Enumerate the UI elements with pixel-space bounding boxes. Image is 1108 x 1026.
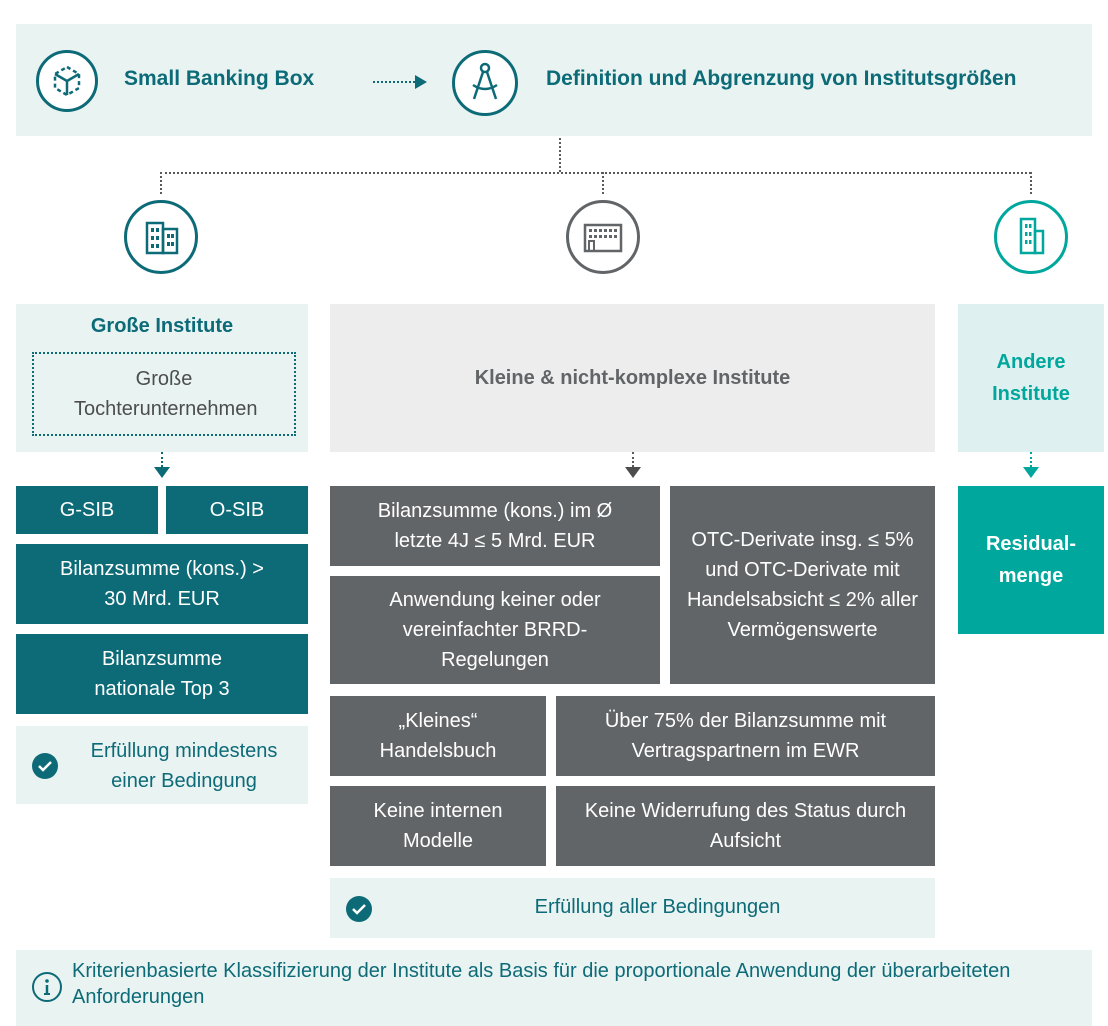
andere-institute-panel: Andere Institute [958,304,1104,452]
mid-criterion-4-label: „Kleines“ Handelsbuch [379,710,497,762]
arrow-down-left [154,467,170,478]
cube-icon [36,50,98,112]
arrow-down-right-line [1030,452,1032,467]
mid-criterion-3: Anwendung keiner oder vereinfachter BRRD… [330,576,660,684]
mid-criterion-6-label: Keine internen Modelle [373,800,503,852]
bilanzsumme-top3-label: Bilanzsumme nationale Top 3 [94,648,230,700]
arrow-down-middle [625,467,641,478]
arrow-right-icon [373,75,429,89]
grosse-tochter-box: Große Tochterunternehmen [32,352,296,436]
kleine-institute-panel: Kleine & nicht-komplexe Institute [330,304,935,452]
info-icon [32,972,62,1002]
kleine-institute-title: Kleine & nicht-komplexe Institute [474,366,791,389]
mid-criterion-2-label: OTC-Derivate insg. ≤ 5% und OTC-Derivate… [686,529,919,641]
compass-icon [452,50,518,116]
footer-band [16,950,1092,1026]
arrow-down-right [1023,467,1039,478]
mid-criterion-5: Über 75% der Bilanzsumme mit Vertragspar… [556,696,935,776]
connector-horizontal [160,172,1031,174]
office-building-icon [566,200,640,274]
middle-fulfillment-label: Erfüllung aller Bedingungen [534,896,781,918]
small-banking-box-title: Small Banking Box [124,67,315,90]
connector-main [559,138,561,172]
left-fulfillment-label: Erfüllung mindestens einer Bedingung [90,740,278,792]
mid-criterion-4: „Kleines“ Handelsbuch [330,696,546,776]
residualmenge-label: Residual-menge [985,533,1077,587]
building-icon [124,200,198,274]
mid-criterion-1: Bilanzsumme (kons.) im Ø letzte 4J ≤ 5 M… [330,486,660,566]
mid-criterion-7: Keine Widerrufung des Status durch Aufsi… [556,786,935,866]
connector-middle [602,172,604,194]
osib-box: O-SIB [166,486,308,534]
footer-text: Kriterienbasierte Klassifizierung der In… [72,960,1011,1008]
residualmenge-box: Residual-menge [958,486,1104,634]
andere-institute-title: Andere Institute [992,351,1070,405]
arrow-down-left-line [161,452,163,467]
left-fulfillment-box [16,726,308,804]
mid-criterion-3-label: Anwendung keiner oder vereinfachter BRRD… [389,589,601,671]
grosse-institute-panel [16,304,308,452]
header-band [16,24,1092,136]
mid-criterion-2: OTC-Derivate insg. ≤ 5% und OTC-Derivate… [670,486,935,684]
connector-left [160,172,162,194]
mid-criterion-7-label: Keine Widerrufung des Status durch Aufsi… [584,800,907,852]
bilanzsumme-30-label: Bilanzsumme (kons.) > 30 Mrd. EUR [60,558,264,610]
definition-title: Definition und Abgrenzung von Institutsg… [546,67,1017,90]
arrow-down-middle-line [632,452,634,467]
mid-criterion-1-label: Bilanzsumme (kons.) im Ø letzte 4J ≤ 5 M… [377,500,613,552]
connector-right [1030,172,1032,194]
gsib-box: G-SIB [16,486,158,534]
check-icon [346,896,372,922]
mid-criterion-6: Keine internen Modelle [330,786,546,866]
tower-icon [994,200,1068,274]
bilanzsumme-top3-box: Bilanzsumme nationale Top 3 [16,634,308,714]
mid-criterion-5-label: Über 75% der Bilanzsumme mit Vertragspar… [604,710,887,762]
grosse-institute-title: Große Institute [90,315,234,337]
middle-fulfillment-box [330,878,935,938]
grosse-tochter-label: Große Tochterunternehmen [74,368,258,420]
bilanzsumme-30-box: Bilanzsumme (kons.) > 30 Mrd. EUR [16,544,308,624]
check-icon [32,753,58,779]
